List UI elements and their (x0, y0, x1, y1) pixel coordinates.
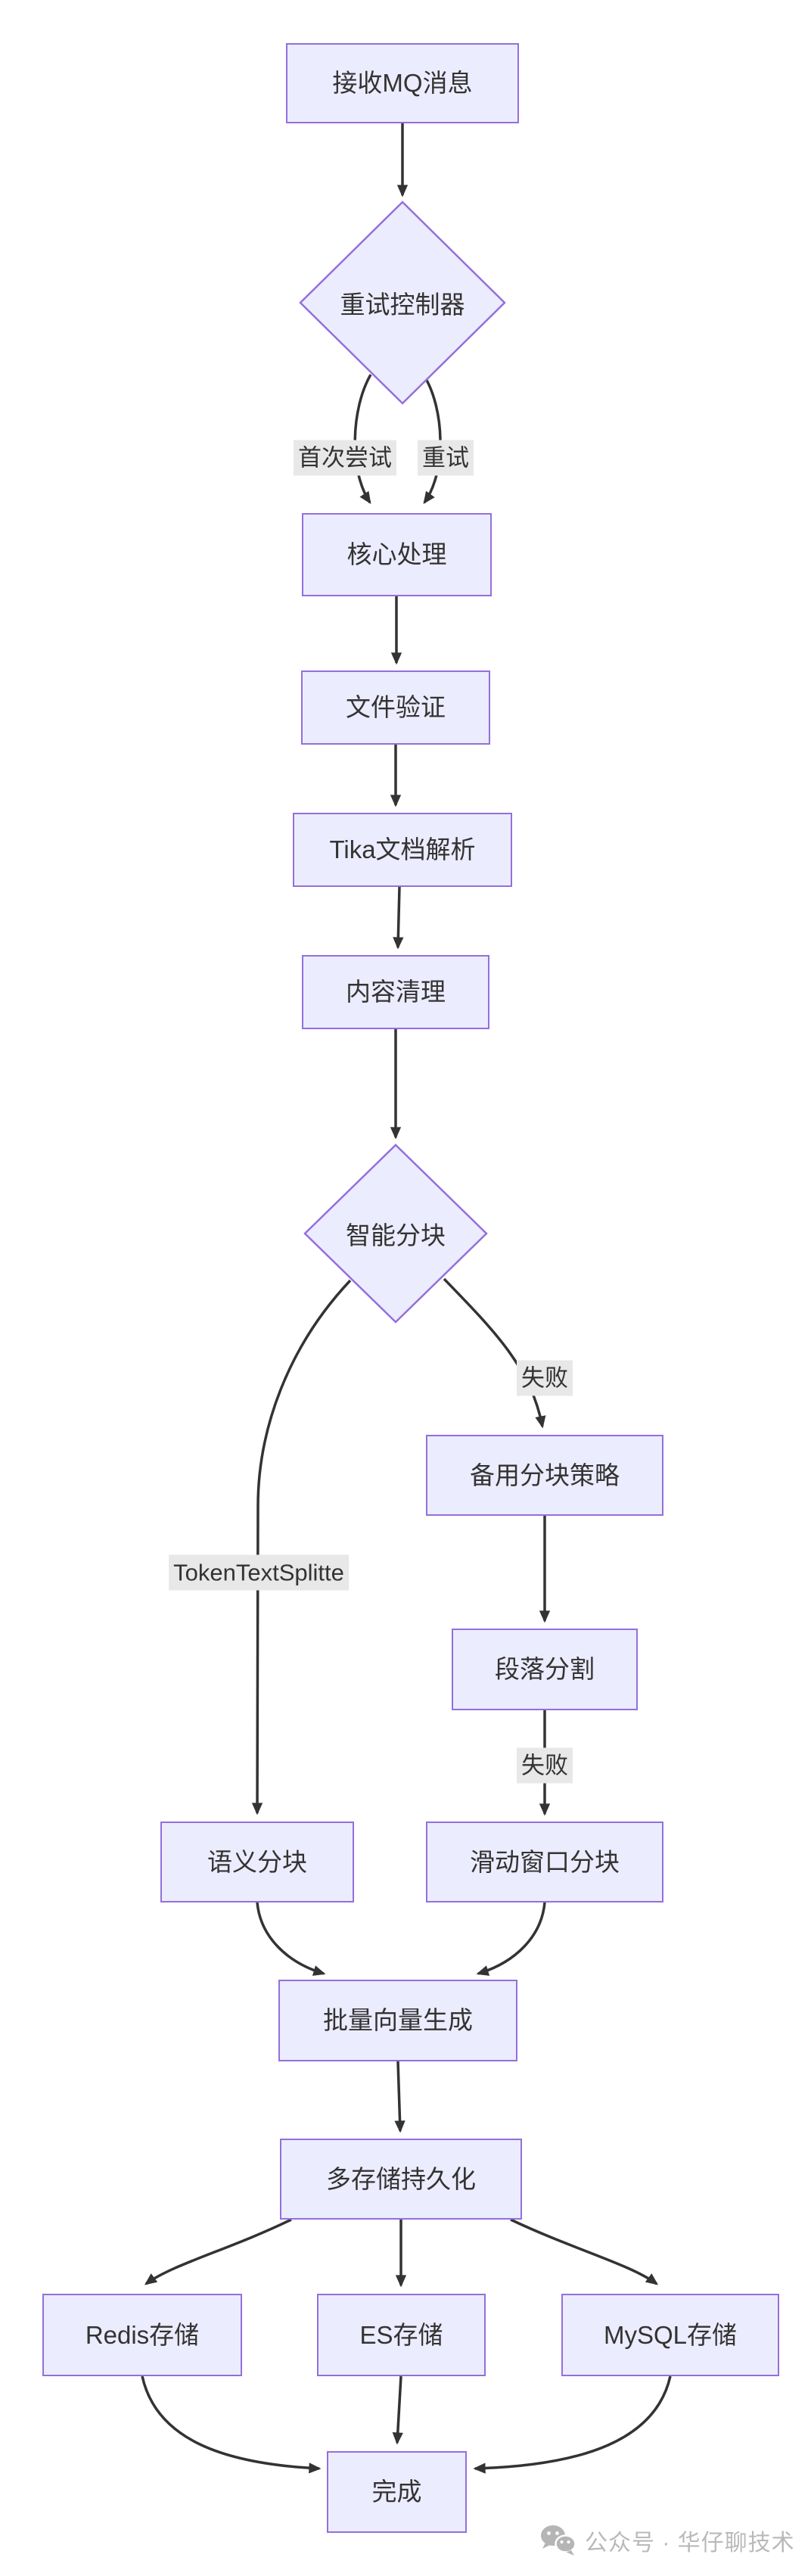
edge-label-token-splitter: TokenTextSplitte (169, 1554, 349, 1591)
node-backup-strategy: 备用分块策略 (426, 1435, 663, 1516)
retry-controller-diamond (299, 201, 506, 405)
watermark-text: 公众号 · 华仔聊技术 (585, 2531, 795, 2556)
edge-multi-to-redis (144, 2218, 292, 2285)
retry-controller-label: 重试控制器 (340, 291, 465, 319)
edge-sliding-to-batch (476, 1902, 546, 1976)
edge-multi-to-mysql (510, 2218, 659, 2285)
edge-retry-retry (423, 375, 442, 505)
watermark: 公众号 · 华仔聊技术 (539, 2523, 795, 2558)
edge-redis-to-complete (141, 2375, 322, 2474)
node-semantic-chunking: 语义分块 (160, 1822, 354, 1902)
edge-tika-to-cleanup (393, 886, 404, 950)
edge-label-first-attempt: 首次尝试 (294, 440, 396, 476)
edge-batch-to-multistorage (394, 2061, 406, 2133)
smart-chunking-diamond (303, 1143, 488, 1324)
node-sliding-window: 滑动窗口分块 (426, 1822, 663, 1902)
node-receive-mq: 接收MQ消息 (286, 43, 519, 123)
node-complete: 完成 (327, 2451, 467, 2533)
edge-label-fail-2: 失败 (517, 1747, 573, 1784)
node-batch-vector: 批量向量生成 (278, 1980, 517, 2061)
wechat-icon (539, 2523, 578, 2558)
edge-retry-first-attempt (353, 374, 372, 505)
edge-es-to-complete (392, 2375, 403, 2445)
edge-smart-to-semantic (251, 1279, 352, 1815)
edge-mysql-to-complete (473, 2375, 672, 2474)
node-content-cleanup: 内容清理 (302, 955, 489, 1029)
node-mysql-storage: MySQL存储 (561, 2294, 779, 2376)
edge-smart-to-backup (443, 1277, 546, 1429)
node-multi-storage: 多存储持久化 (280, 2139, 522, 2220)
node-file-validation: 文件验证 (301, 670, 490, 745)
node-tika-parsing: Tika文档解析 (293, 813, 512, 887)
edge-semantic-to-batch (256, 1902, 326, 1976)
smart-chunking-label: 智能分块 (346, 1221, 446, 1249)
edge-label-retry: 重试 (418, 440, 474, 476)
node-es-storage: ES存储 (317, 2294, 486, 2376)
node-core-processing: 核心处理 (302, 513, 492, 596)
node-paragraph-split: 段落分割 (452, 1629, 638, 1710)
node-redis-storage: Redis存储 (42, 2294, 242, 2376)
edge-label-fail-1: 失败 (517, 1360, 573, 1396)
